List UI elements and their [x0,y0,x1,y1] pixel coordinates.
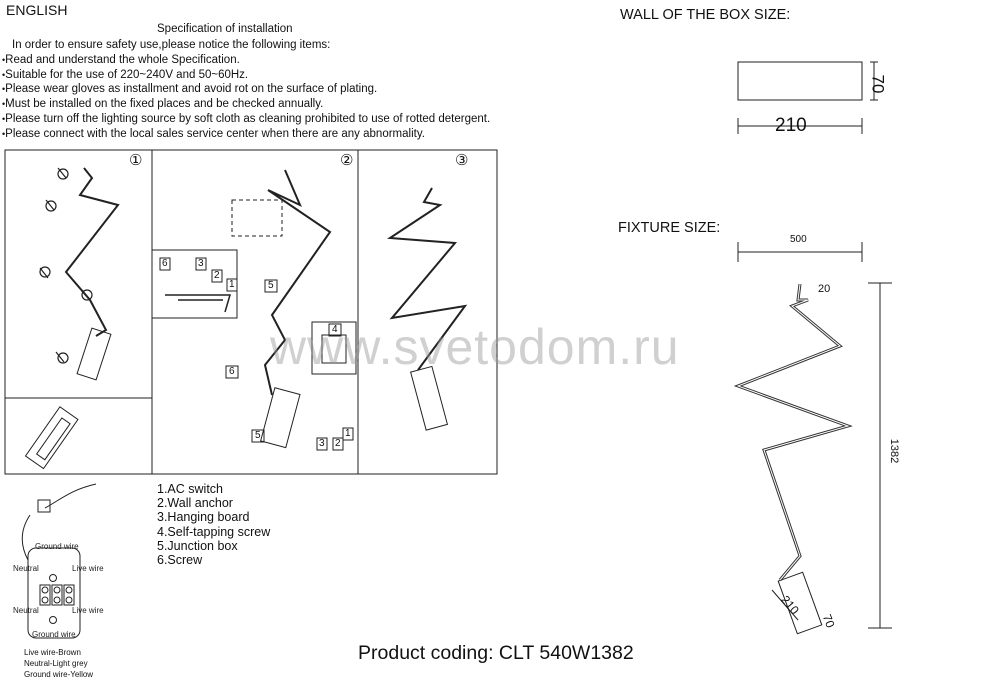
spec-item: Please turn off the lighting source by s… [2,112,490,127]
legend-item: 6.Screw [157,553,203,568]
callout-boxes [159,257,354,451]
wire-color: Neutral-Light grey [24,659,88,668]
box-height: 70 [868,74,888,94]
spec-intro: In order to ensure safety use,please not… [12,39,331,51]
step-1-number: ① [129,152,143,169]
legend-item: 5.Junction box [157,538,238,553]
callout-5: 5 [268,280,274,291]
wall-box-outline [737,61,863,101]
fixture-step1 [64,167,120,337]
callout-2: 2 [214,270,220,281]
callout-5b: 5 [255,430,261,441]
fixture-width: 500 [790,234,807,245]
steps-frame [4,149,498,475]
fixture-height: 1382 [888,438,901,464]
spec-item: Please connect with the local sales serv… [2,127,490,142]
terminal-block [39,574,75,624]
callout-6b: 6 [229,366,235,377]
anchor-icons [39,167,93,364]
fixture-step3 [387,187,468,371]
spec-item: Read and understand the whole Specificat… [2,53,490,68]
wire-ground-bottom: Ground wire [32,630,76,639]
watermark: www.svetodom.ru [270,319,680,375]
wire-neutral-bottom: Neutral [13,606,39,615]
product-coding: Product coding: CLT 540W1382 [358,642,634,664]
detail-inset [4,397,153,475]
wire-color: Live wire-Brown [24,648,81,657]
fixture-head [777,571,823,635]
step-2-number: ② [340,152,354,169]
callout-1b: 1 [345,428,351,439]
box-size-title: WALL OF THE BOX SIZE: [620,7,791,23]
junction-box [27,547,81,639]
parts-legend: 1.AC switch 2.Wall anchor 3.Hanging boar… [157,482,270,567]
language-heading: ENGLISH [6,2,68,18]
callout-6: 6 [162,258,168,269]
callout-4: 4 [332,324,338,335]
callout-1: 1 [229,279,235,290]
fixture-size-title: FIXTURE SIZE: [618,220,721,236]
wire-neutral-top: Neutral [13,564,39,573]
box-width: 210 [775,115,807,136]
wire-color: Ground wire-Yellow [24,670,94,679]
spec-items: Read and understand the whole Specificat… [2,53,490,141]
fixture-tip: 20 [818,283,831,295]
callout-3b: 3 [319,438,325,449]
spec-title: Specification of installation [157,23,293,35]
callout-2b: 2 [335,438,341,449]
spec-item: Suitable for the use of 220~240V and 50~… [2,68,490,83]
legend-item: 1.AC switch [157,482,223,496]
wire-live-bottom: Live wire [72,606,104,615]
wire-live-top: Live wire [72,564,104,573]
wire-colors: Live wire-Brown Neutral-Light grey Groun… [24,647,93,680]
spec-item: Please wear gloves as installment and av… [2,82,490,97]
wire-ground-top: Ground wire [35,542,79,551]
spec-item: Must be installed on the fixed places an… [2,97,490,112]
legend-item: 2.Wall anchor [157,496,233,511]
legend-item: 3.Hanging board [157,510,250,525]
callout-3: 3 [198,258,204,269]
legend-item: 4.Self-tapping screw [157,524,271,539]
step-3-number: ③ [455,152,469,169]
fixture-step2 [263,169,332,396]
